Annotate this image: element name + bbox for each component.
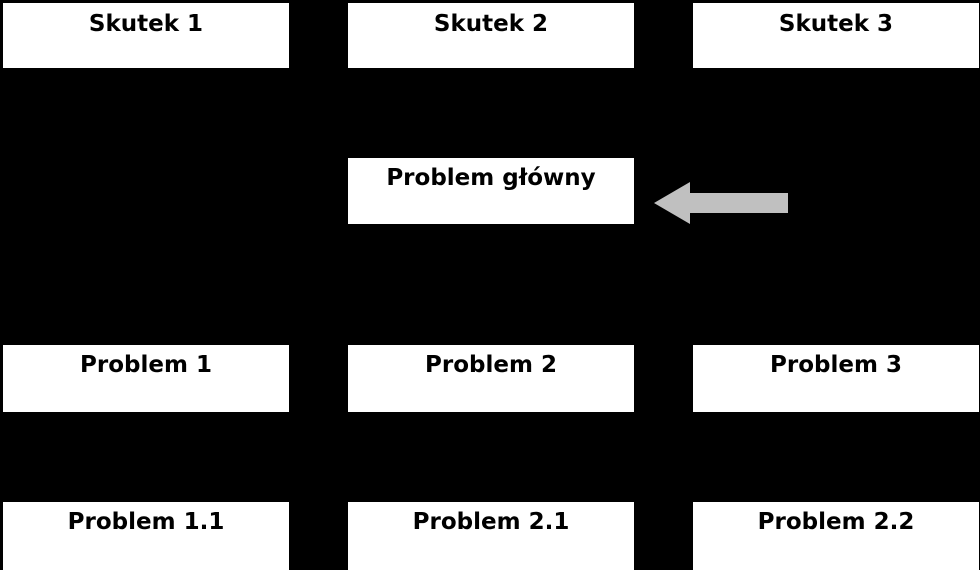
cause-box-2: Problem 2 [348, 345, 634, 412]
effect-box-3: Skutek 3 [693, 3, 979, 68]
left-arrow-icon [654, 182, 788, 224]
left-arrow-shape [654, 182, 788, 224]
sub-cause-box-2: Problem 2.1 [348, 502, 634, 570]
sub-cause-label-2: Problem 2.1 [412, 509, 570, 535]
sub-cause-box-1: Problem 1.1 [3, 502, 289, 570]
cause-label-1: Problem 1 [80, 352, 212, 378]
core-problem-box: Problem główny [348, 158, 634, 224]
effect-label-3: Skutek 3 [778, 11, 894, 37]
effect-box-1: Skutek 1 [3, 3, 289, 68]
effect-label-1: Skutek 1 [88, 11, 204, 37]
effect-box-2: Skutek 2 [348, 3, 634, 68]
cause-box-3: Problem 3 [693, 345, 979, 412]
sub-cause-label-1: Problem 1.1 [67, 509, 225, 535]
sub-cause-label-3: Problem 2.2 [757, 509, 915, 535]
cause-label-2: Problem 2 [425, 352, 557, 378]
sub-cause-box-3: Problem 2.2 [693, 502, 979, 570]
cause-box-1: Problem 1 [3, 345, 289, 412]
effect-label-2: Skutek 2 [433, 11, 549, 37]
cause-label-3: Problem 3 [770, 352, 902, 378]
core-problem-label: Problem główny [386, 165, 596, 191]
